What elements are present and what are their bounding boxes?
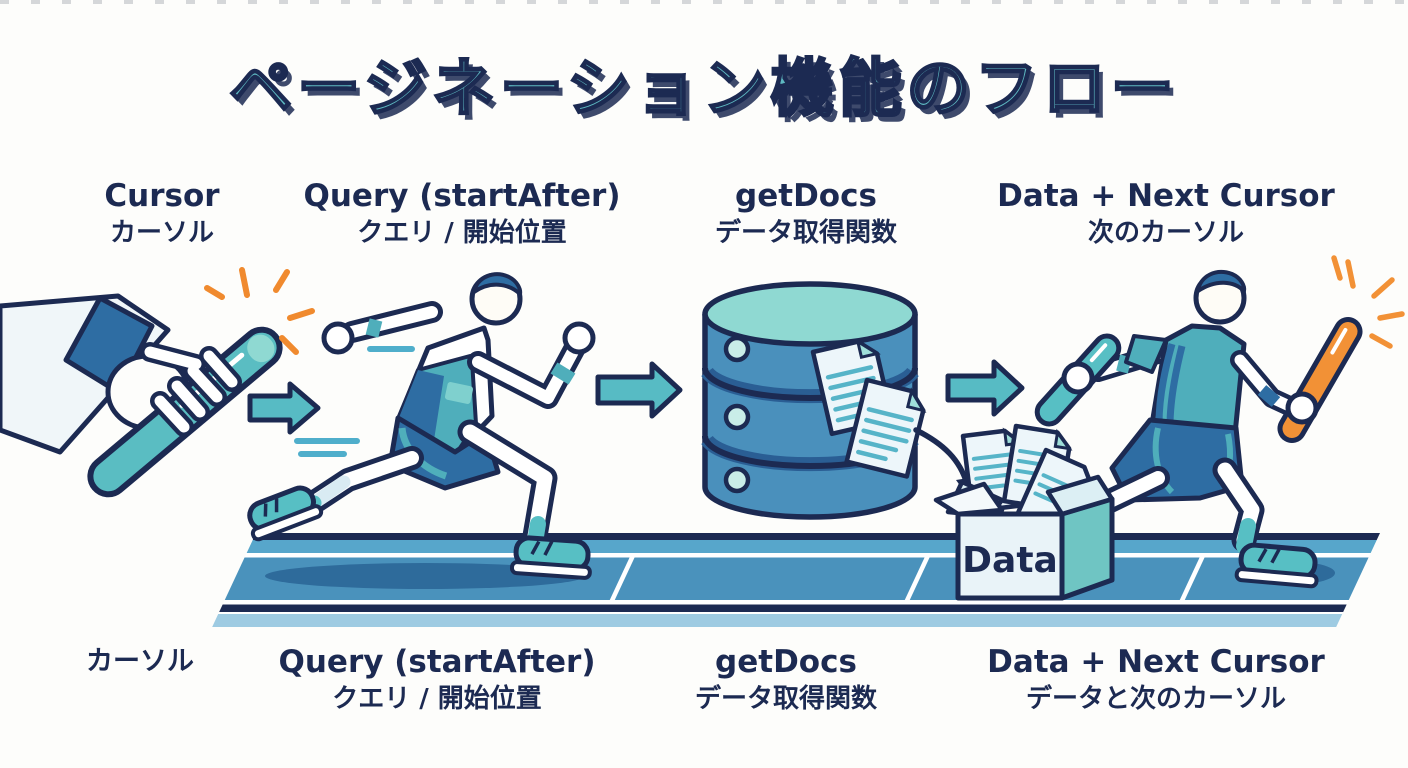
stage-header-next-cursor: Data + Next Cursor 次のカーソル (997, 176, 1335, 251)
stage-footer-getdocs: getDocs データ取得関数 (695, 642, 877, 717)
lane-divider (904, 557, 930, 600)
runner-shadow (265, 563, 585, 589)
runner-data-icon (1034, 255, 1405, 589)
stage-header-cursor: Cursor カーソル (104, 176, 219, 251)
stage-footer-jp: カーソル (86, 646, 194, 677)
data-box-label: Data (962, 540, 1058, 581)
lane-divider (1179, 557, 1205, 600)
stage-footer-jp: クエリ / 開始位置 (332, 684, 542, 714)
flow-arrow-icon (595, 361, 683, 419)
relay-hand-baton-icon (0, 267, 315, 498)
stage-header-jp: データ取得関数 (714, 218, 898, 248)
speed-lines (294, 346, 415, 457)
running-track-icon (212, 533, 1380, 627)
stage-footer-en: getDocs (715, 644, 857, 680)
stage-header-en: getDocs (735, 178, 877, 214)
baton-icon (1277, 317, 1363, 443)
lane-divider (609, 557, 635, 600)
stage-footer-data-next-cursor: Data + Next Cursor データと次のカーソル (987, 642, 1325, 717)
runner-query-icon (247, 272, 596, 580)
stage-footer-query: Query (startAfter) クエリ / 開始位置 (279, 642, 596, 717)
stage-header-en: Cursor (104, 178, 220, 214)
flow-arrow-icon (247, 381, 321, 435)
documents-icon (810, 338, 927, 479)
stage-header-jp: カーソル (109, 218, 214, 248)
flow-arrow-icon (945, 359, 1025, 417)
stage-footer-en: Data + Next Cursor (987, 644, 1325, 680)
stage-header-jp: クエリ / 開始位置 (357, 218, 567, 248)
stage-footer-en: Query (startAfter) (278, 644, 596, 680)
stage-footer-jp: データと次のカーソル (1025, 684, 1287, 714)
stage-header-en: Query (startAfter) (303, 178, 621, 214)
stage-footer-cursor: カーソル (86, 642, 194, 682)
top-edge-artifact (0, 0, 1408, 4)
stage-header-en: Data + Next Cursor (997, 178, 1335, 214)
sparkle-icon (1331, 255, 1405, 349)
fingers (140, 342, 242, 437)
stage-header-jp: 次のカーソル (1087, 218, 1245, 248)
stage-footer-jp: データ取得関数 (694, 684, 878, 714)
stage-header-getdocs: getDocs データ取得関数 (715, 176, 897, 251)
stage-header-query: Query (startAfter) クエリ / 開始位置 (304, 176, 621, 251)
page-title: ページネーション機能のフロー (228, 51, 1179, 127)
data-box-icon: Data (933, 423, 1115, 601)
sparkle-icon (204, 267, 315, 355)
